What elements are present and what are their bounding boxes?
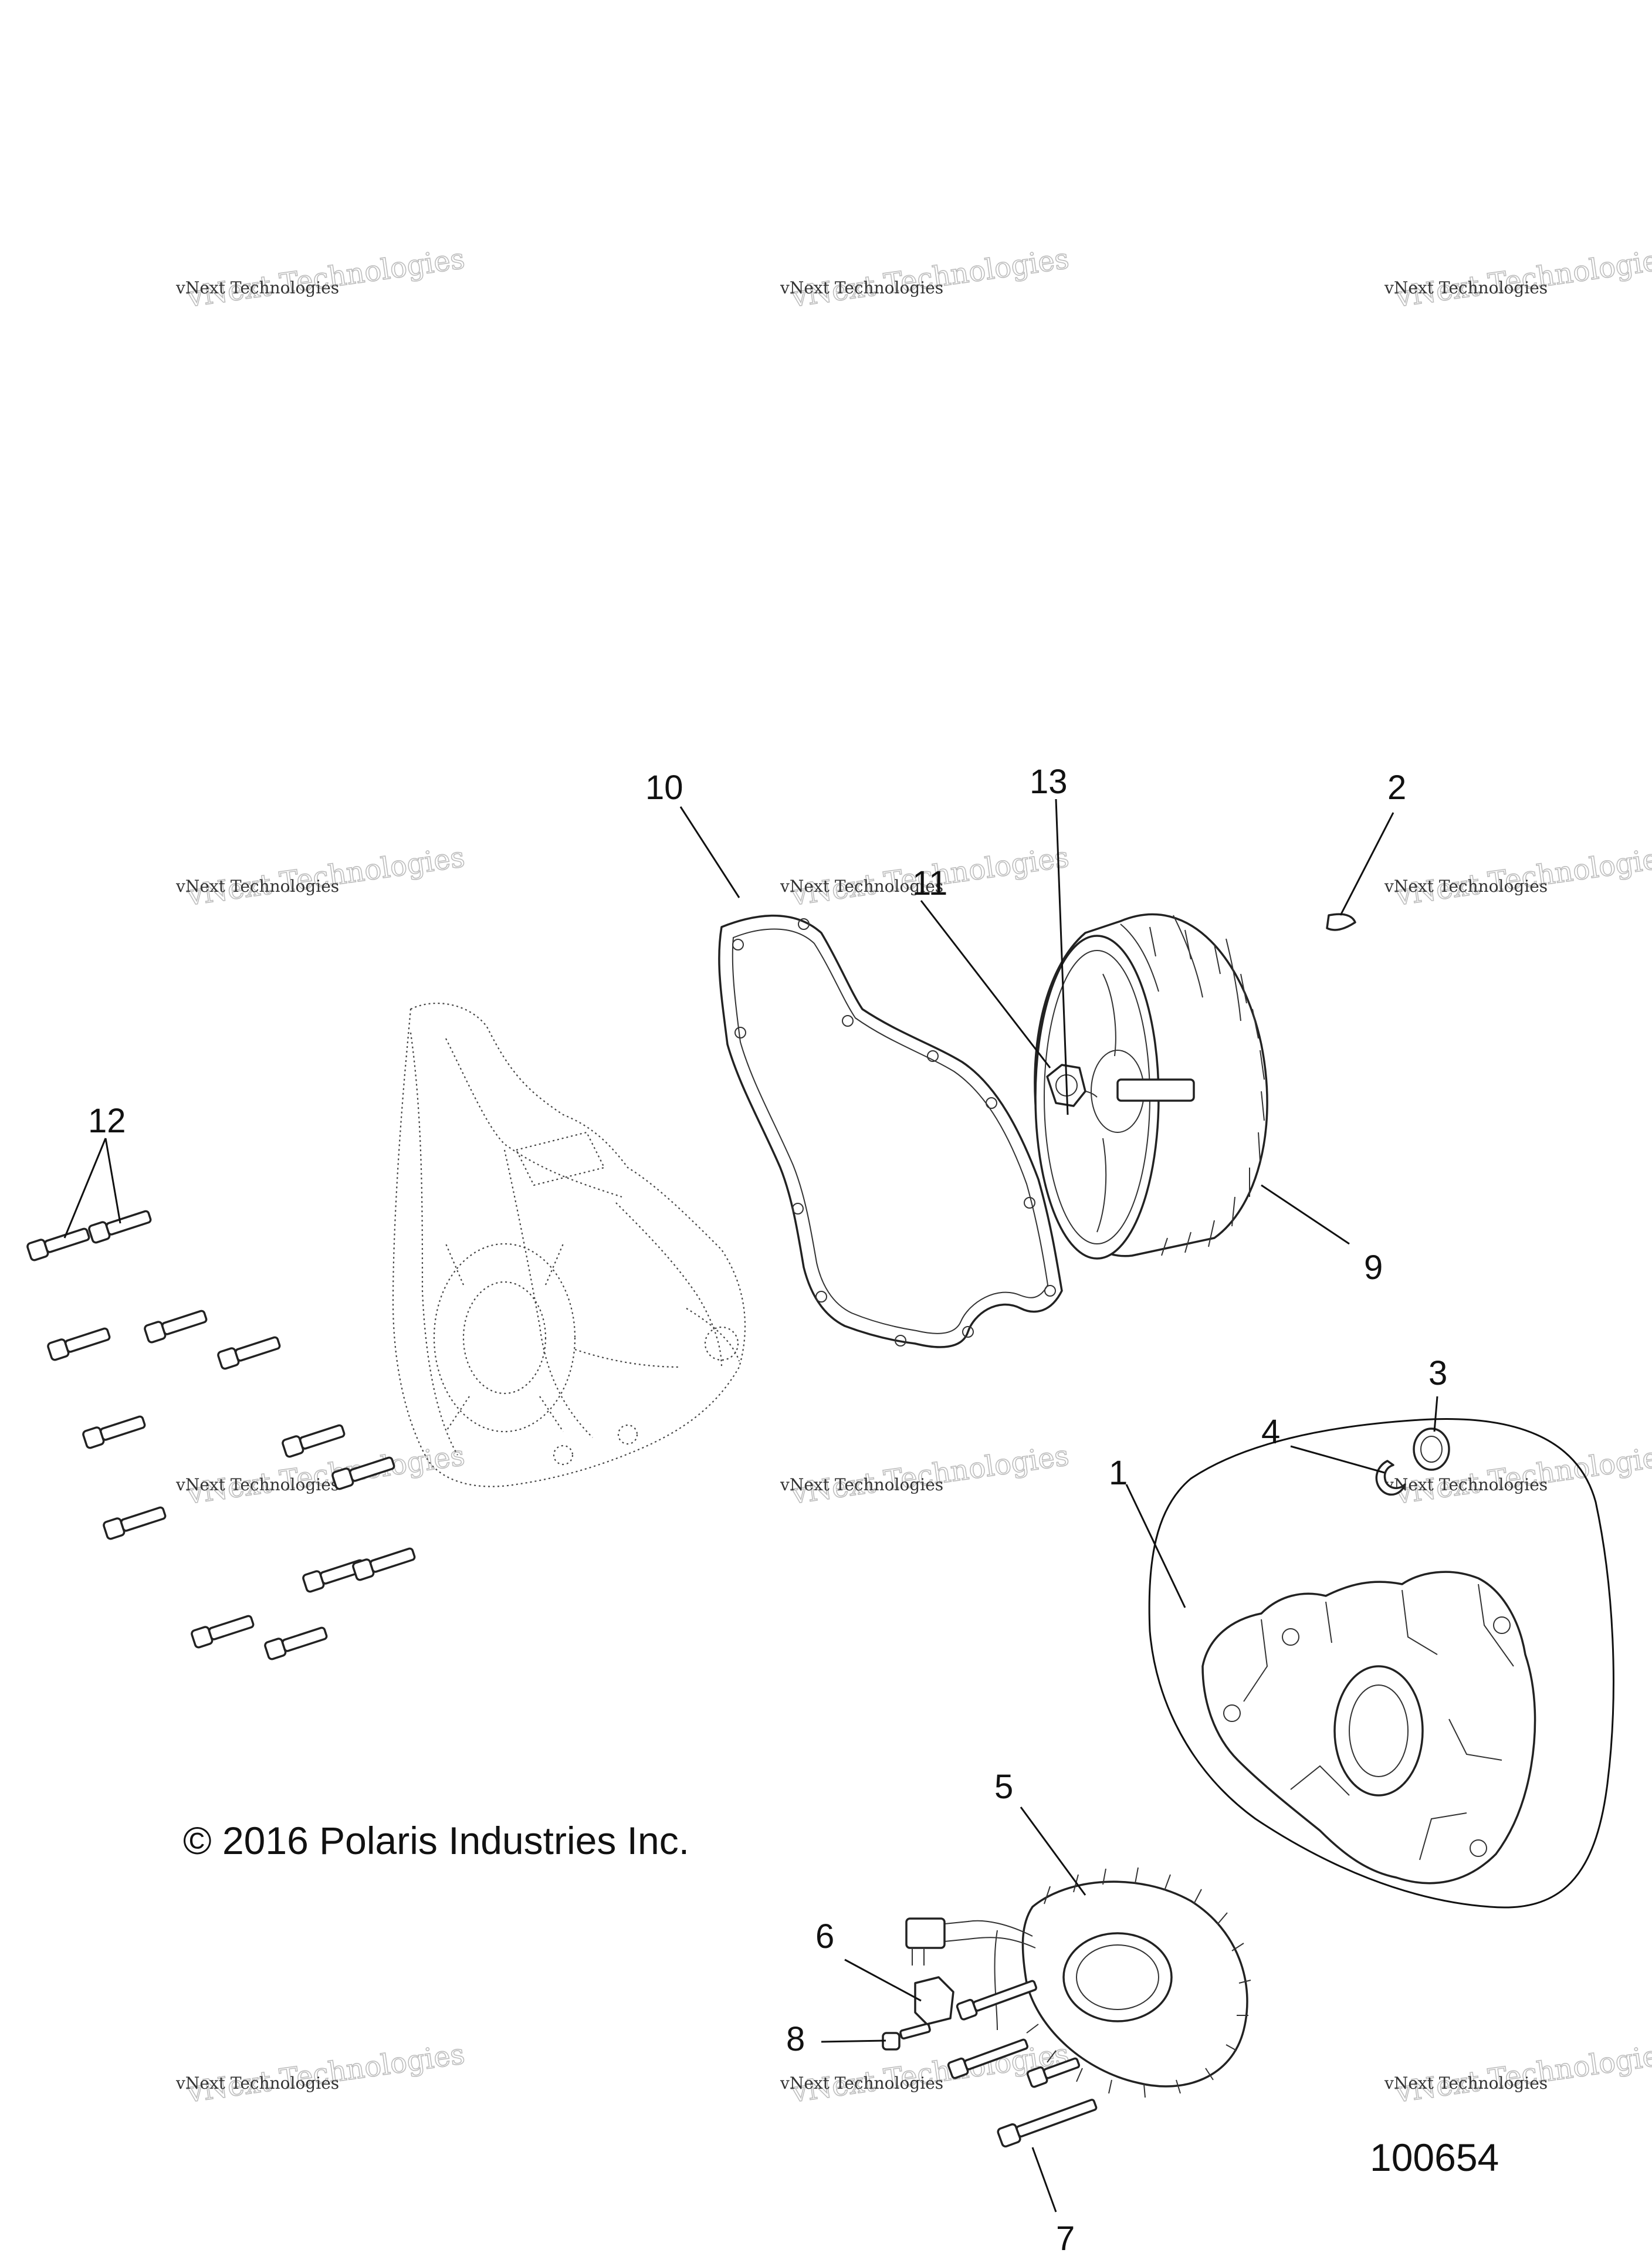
svg-text:vNext Technologies: vNext Technologies — [780, 2073, 943, 2093]
callout-labels: 1 2 3 4 5 6 7 8 9 10 11 12 13 — [88, 763, 1447, 2253]
cover-bolts — [26, 1210, 416, 1660]
stator — [905, 1867, 1251, 2098]
svg-text:vNext Technologies: vNext Technologies — [175, 278, 339, 297]
callout-2: 2 — [1387, 769, 1406, 807]
svg-text:vNext Technologies: vNext Technologies — [1384, 278, 1548, 297]
callout-3: 3 — [1428, 1354, 1447, 1392]
callout-5: 5 — [994, 1768, 1013, 1806]
woodruff-key — [1326, 913, 1356, 931]
watermark: vNext Technologies vNext Technologies — [1384, 2037, 1652, 2110]
svg-text:vNext Technologies: vNext Technologies — [780, 278, 943, 297]
stator-housing — [1201, 1571, 1536, 1885]
svg-text:vNext Technologies: vNext Technologies — [175, 1475, 339, 1494]
housing-callout-outline — [1148, 1418, 1614, 1909]
svg-text:vNext Technologies: vNext Technologies — [780, 1475, 943, 1494]
watermark: vNext Technologies vNext Technologies — [780, 242, 1071, 314]
callout-9: 9 — [1364, 1249, 1383, 1287]
engine-cover-phantom — [392, 1002, 746, 1487]
callout-6: 6 — [815, 1917, 834, 1956]
svg-text:vNext Technologies: vNext Technologies — [175, 877, 339, 896]
svg-text:vNext Technologies: vNext Technologies — [1384, 1475, 1548, 1494]
watermark: vNext Technologies vNext Technologies — [1384, 840, 1652, 913]
callout-11: 11 — [912, 864, 947, 902]
callout-13: 13 — [1030, 763, 1068, 801]
svg-text:vNext Technologies: vNext Technologies — [175, 2073, 339, 2093]
bracket-screw — [882, 2022, 931, 2051]
watermark: vNext Technologies vNext Technologies — [175, 2037, 467, 2110]
oil-seal — [1413, 1427, 1450, 1471]
callout-10: 10 — [645, 769, 683, 807]
callout-12: 12 — [88, 1102, 126, 1140]
figure-number: 100654 — [1370, 2136, 1499, 2179]
watermark: vNext Technologies vNext Technologies — [175, 242, 467, 314]
callout-7: 7 — [1056, 2220, 1075, 2253]
snap-ring — [1375, 1460, 1406, 1496]
callout-1: 1 — [1109, 1454, 1128, 1492]
copyright-notice: © 2016 Polaris Industries Inc. — [183, 1819, 689, 1862]
watermark: vNext Technologies vNext Technologies — [175, 840, 467, 913]
wire-clip-bracket — [914, 1976, 954, 2025]
svg-text:vNext Technologies: vNext Technologies — [1384, 877, 1548, 896]
watermark: vNext Technologies vNext Technologies — [1384, 242, 1652, 314]
flywheel — [1034, 913, 1268, 1260]
leader-lines — [63, 799, 1438, 2213]
stator-bolts — [947, 1980, 1098, 2148]
gasket — [718, 914, 1063, 1348]
svg-text:vNext Technologies: vNext Technologies — [1384, 2073, 1548, 2093]
watermark: vNext Technologies vNext Technologies — [780, 1439, 1071, 1511]
svg-text:vNext Technologies: vNext Technologies — [780, 877, 943, 896]
callout-8: 8 — [786, 2020, 805, 2058]
callout-4: 4 — [1261, 1413, 1280, 1451]
